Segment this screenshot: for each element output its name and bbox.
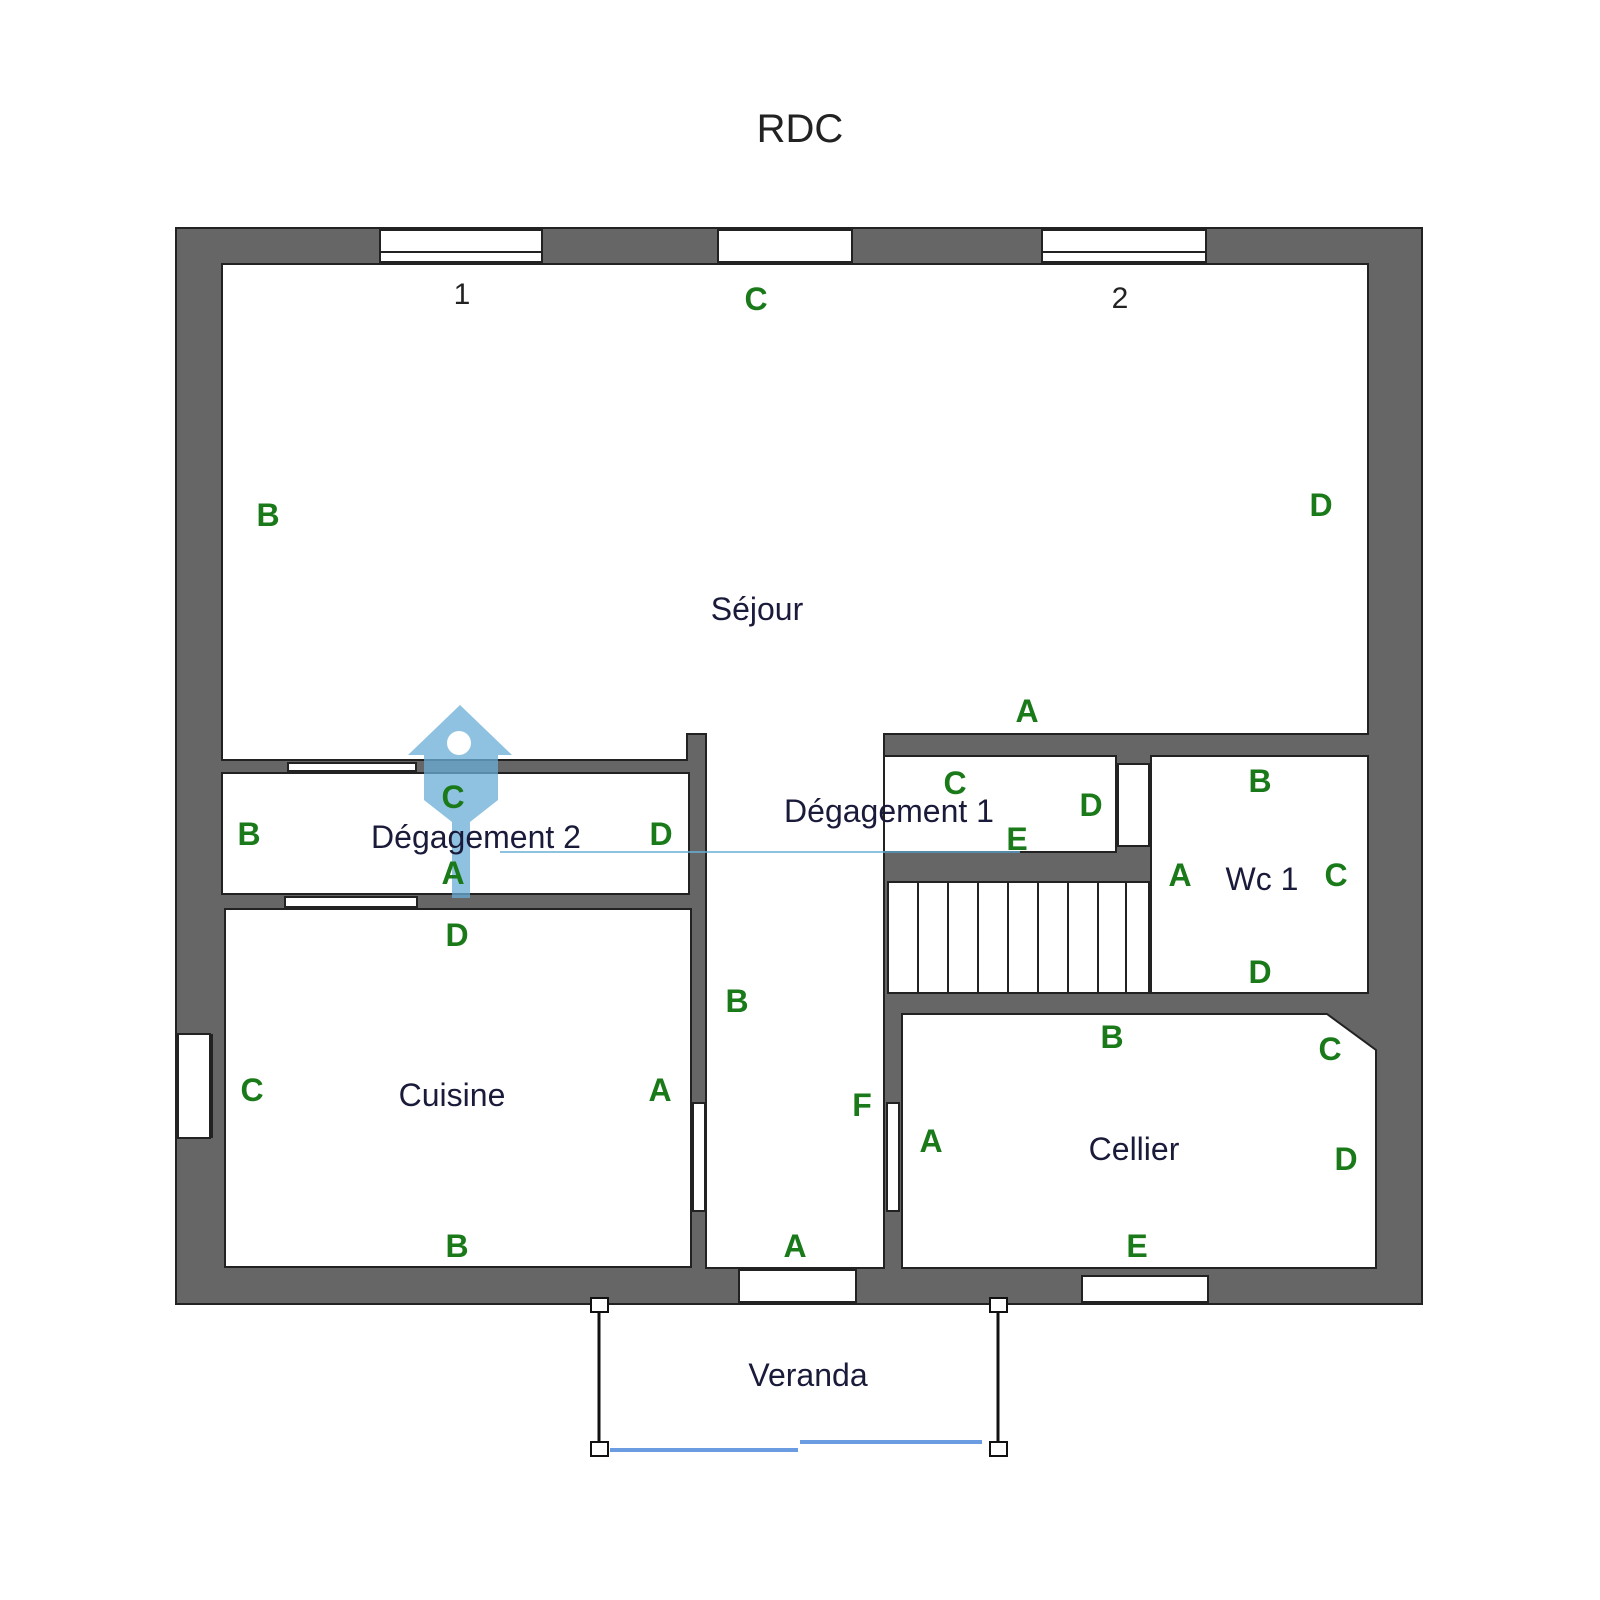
front-door (738, 1269, 857, 1303)
deg1-wall-f: F (852, 1087, 872, 1123)
door-cuisine (692, 1102, 706, 1212)
cellier-wall-c: C (1318, 1031, 1341, 1067)
door-cellier (886, 1102, 900, 1212)
stair-steps (917, 882, 1127, 993)
window-number-1: 1 (454, 278, 471, 311)
deg1-wall-a: A (783, 1228, 806, 1264)
deg1-wall-e: E (1006, 821, 1027, 857)
plan-title: RDC (757, 107, 844, 151)
room-cuisine: Cuisine (399, 1077, 506, 1113)
degagement1-extension (883, 755, 1117, 853)
room-veranda: Veranda (748, 1357, 867, 1393)
house-key-logo (408, 705, 512, 898)
wc1-wall-d: D (1248, 954, 1271, 990)
wc1-wall-a: A (1168, 857, 1191, 893)
windows (177, 229, 1209, 1303)
room-sejour: Séjour (711, 591, 804, 627)
cuisine-wall-d: D (445, 917, 468, 953)
wc1-wall-b: B (1248, 763, 1271, 799)
wall-labels: C B D A C B D A C D E B F A D C A B B A … (237, 281, 1357, 1264)
deg2-wall-a: A (441, 855, 464, 891)
watermark (408, 705, 1020, 898)
cellier-floor (901, 1013, 1377, 1269)
deg1-wall-d: D (1079, 787, 1102, 823)
sejour-wall-a: A (1015, 693, 1038, 729)
window-number-2: 2 (1112, 282, 1129, 315)
cellier-wall-a: A (919, 1123, 942, 1159)
wc1-floor (1150, 755, 1369, 994)
deg2-wall-b: B (237, 816, 260, 852)
cuisine-wall-c: C (240, 1072, 263, 1108)
cellier-wall-b: B (1100, 1019, 1123, 1055)
window-1 (379, 229, 543, 263)
sejour-floor (221, 263, 1369, 1269)
closet-gap (1117, 763, 1150, 847)
wc1-wall-c: C (1324, 857, 1347, 893)
window-c (717, 229, 853, 263)
room-degagement1: Dégagement 1 (784, 793, 994, 829)
veranda (590, 1297, 1008, 1457)
deg1-wall-c: C (943, 765, 966, 801)
window-cuisine (177, 1033, 211, 1139)
cuisine-floor (224, 908, 692, 1268)
sejour-wall-b: B (256, 497, 279, 533)
cuisine-wall-b: B (445, 1228, 468, 1264)
window-2 (1041, 229, 1207, 263)
deg1-wall-b: B (725, 983, 748, 1019)
cellier-wall-e: E (1126, 1228, 1147, 1264)
cuisine-wall-a: A (648, 1072, 671, 1108)
room-cellier: Cellier (1089, 1131, 1180, 1167)
interior-window-1 (287, 762, 417, 772)
window-cellier (1081, 1275, 1209, 1303)
room-degagement2: Dégagement 2 (371, 819, 581, 855)
cellier-wall-d: D (1334, 1141, 1357, 1177)
room-wc1: Wc 1 (1226, 861, 1299, 897)
stairs (887, 881, 1150, 994)
deg2-wall-c: C (441, 779, 464, 815)
sejour-wall-d: D (1309, 487, 1332, 523)
sejour-wall-c: C (744, 281, 767, 317)
deg2-wall-d: D (649, 816, 672, 852)
interior-window-2 (284, 896, 418, 908)
